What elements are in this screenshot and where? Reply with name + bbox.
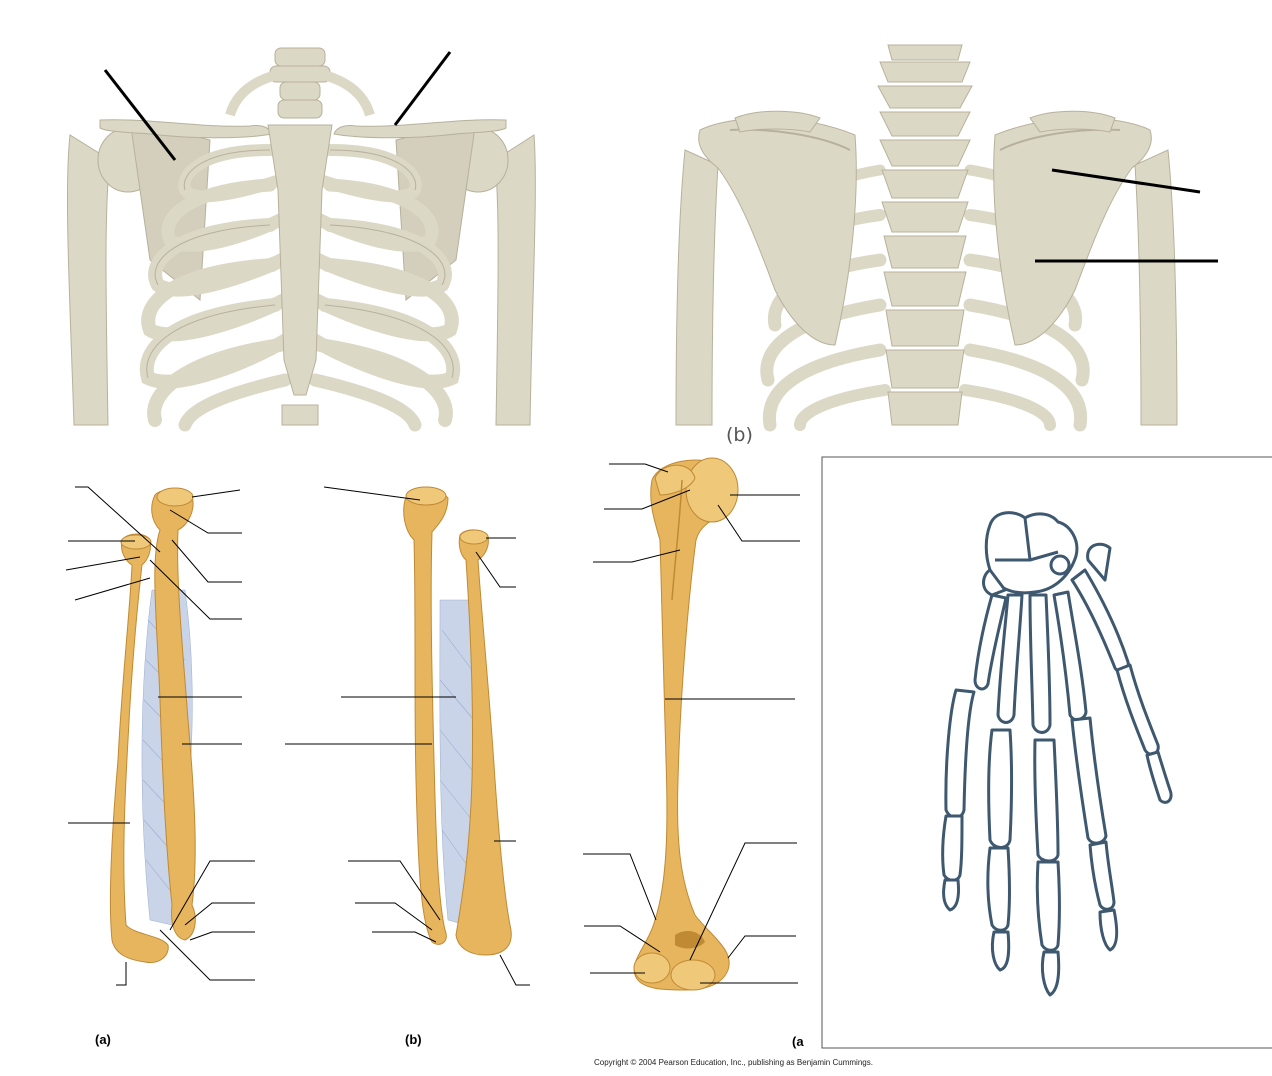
humerus-anterior-panel: (a xyxy=(583,457,804,1049)
humeral-head xyxy=(685,457,739,523)
thorax-posterior-panel-label: (b) xyxy=(726,424,753,446)
humerus-leader-10 xyxy=(727,935,796,959)
metacarpal-1 xyxy=(973,593,1008,691)
forearm-a-leader-8 xyxy=(74,577,151,601)
left-scapula-posterior xyxy=(698,117,857,346)
trochlea xyxy=(670,959,716,991)
radius-anterior xyxy=(109,533,169,964)
radial-head-a xyxy=(120,534,152,550)
humerus-leader-7 xyxy=(689,842,797,961)
forearm-a-leader-12 xyxy=(169,860,255,931)
forearm-posterior-leaders xyxy=(285,486,530,986)
forearm-a-leader-2 xyxy=(191,489,241,498)
index-distal-phalanx xyxy=(942,878,960,912)
forearm-b-leader-10 xyxy=(499,954,530,986)
humerus-leaders xyxy=(583,463,800,984)
forearm-a-leader-1 xyxy=(75,486,161,553)
hand-panel-frame xyxy=(821,456,1272,1049)
intertubercular-groove xyxy=(671,479,683,601)
forearm-posterior-panel: (b) xyxy=(285,486,530,1047)
capitulum xyxy=(633,952,671,984)
humerus xyxy=(633,459,736,991)
forearm-a-leader-13 xyxy=(184,902,255,926)
ring-proximal-phalanx xyxy=(1033,738,1060,863)
right-humerus-posterior xyxy=(1134,149,1178,426)
forearm-b-leader-9 xyxy=(372,931,437,943)
thorax-anterior-leader-1 xyxy=(103,69,177,161)
forearm-a-leader-15 xyxy=(159,929,255,981)
hand-panel xyxy=(821,456,1272,1049)
right-humerus-shaft xyxy=(494,134,536,426)
metacarpal-3 xyxy=(1028,593,1052,734)
forearm-a-leader-16 xyxy=(116,962,127,986)
forearm-a-leader-5 xyxy=(171,539,242,583)
forearm-anterior-panel: (a) xyxy=(65,486,255,1047)
forearm-anterior-leaders xyxy=(65,486,255,986)
humerus-leader-9 xyxy=(584,925,661,953)
ring-distal-phalanx xyxy=(1040,950,1061,997)
right-acromion xyxy=(1029,110,1116,133)
forearm-b-leader-7 xyxy=(348,860,441,921)
thorax-anterior-leader-2 xyxy=(393,51,452,126)
radial-head-b xyxy=(459,529,489,545)
right-scapula-posterior xyxy=(993,117,1152,346)
humerus-anterior-panel-label: (a xyxy=(792,1034,804,1049)
ulna-posterior xyxy=(403,490,449,945)
right-clavicle xyxy=(333,119,507,139)
olecranon-a xyxy=(156,487,194,507)
thorax-posterior-leader-1 xyxy=(1051,168,1201,194)
left-humerus-posterior xyxy=(675,149,719,426)
metacarpal-5 xyxy=(1070,568,1130,674)
lumbar-vertebra xyxy=(281,404,319,426)
humerus-leader-8 xyxy=(583,853,657,921)
forearm-posterior-panel-label: (b) xyxy=(405,1032,422,1047)
thorax-anterior-panel xyxy=(40,40,550,432)
ulna-anterior xyxy=(151,489,196,941)
greater-tubercle xyxy=(654,464,696,496)
pisiform xyxy=(1049,554,1071,576)
radius-posterior xyxy=(455,529,512,956)
thumb-proximal-phalanx xyxy=(1086,542,1112,582)
humerus-leader-1 xyxy=(609,463,669,473)
little-distal-phalanx xyxy=(1098,908,1119,952)
thorax-posterior-panel: (b) xyxy=(675,44,1218,446)
little-middle-phalanx xyxy=(1088,840,1116,911)
humerus-leader-5 xyxy=(717,504,800,542)
index-proximal-phalanx xyxy=(944,688,976,819)
forearm-a-leader-14 xyxy=(189,931,255,941)
metacarpal-4 xyxy=(1052,590,1088,722)
hand-skeleton xyxy=(941,511,1173,997)
sternum xyxy=(267,124,333,396)
left-humerus-shaft xyxy=(66,134,111,426)
forearm-a-leader-7 xyxy=(149,559,242,620)
middle-middle-phalanx xyxy=(986,846,1011,932)
little-proximal-phalanx xyxy=(1070,716,1108,845)
fifth-proximal-phalanx xyxy=(1115,663,1160,756)
humerus-leader-3 xyxy=(593,549,681,563)
thoracic-vertebrae xyxy=(877,44,973,426)
forearm-anterior-panel-label: (a) xyxy=(95,1032,111,1047)
olecranon-b xyxy=(405,486,447,506)
humerus-leader-2 xyxy=(604,489,691,510)
middle-proximal-phalanx xyxy=(987,728,1013,849)
forearm-b-leader-3 xyxy=(475,551,516,588)
fifth-distal-phalanx xyxy=(1145,750,1173,804)
index-middle-phalanx xyxy=(941,814,964,882)
metacarpal-2 xyxy=(996,593,1024,724)
first-rib-arch xyxy=(225,66,375,117)
rib-outlines xyxy=(146,149,454,379)
forearm-b-leader-1 xyxy=(323,486,421,501)
ring-middle-phalanx xyxy=(1035,860,1061,952)
copyright-notice: Copyright © 2004 Pearson Education, Inc.… xyxy=(594,1058,873,1067)
forearm-a-leader-6 xyxy=(65,556,141,571)
left-acromion xyxy=(734,110,821,133)
middle-distal-phalanx xyxy=(990,930,1011,972)
forearm-b-leader-8 xyxy=(355,902,433,931)
forearm-a-leader-3 xyxy=(169,509,242,534)
